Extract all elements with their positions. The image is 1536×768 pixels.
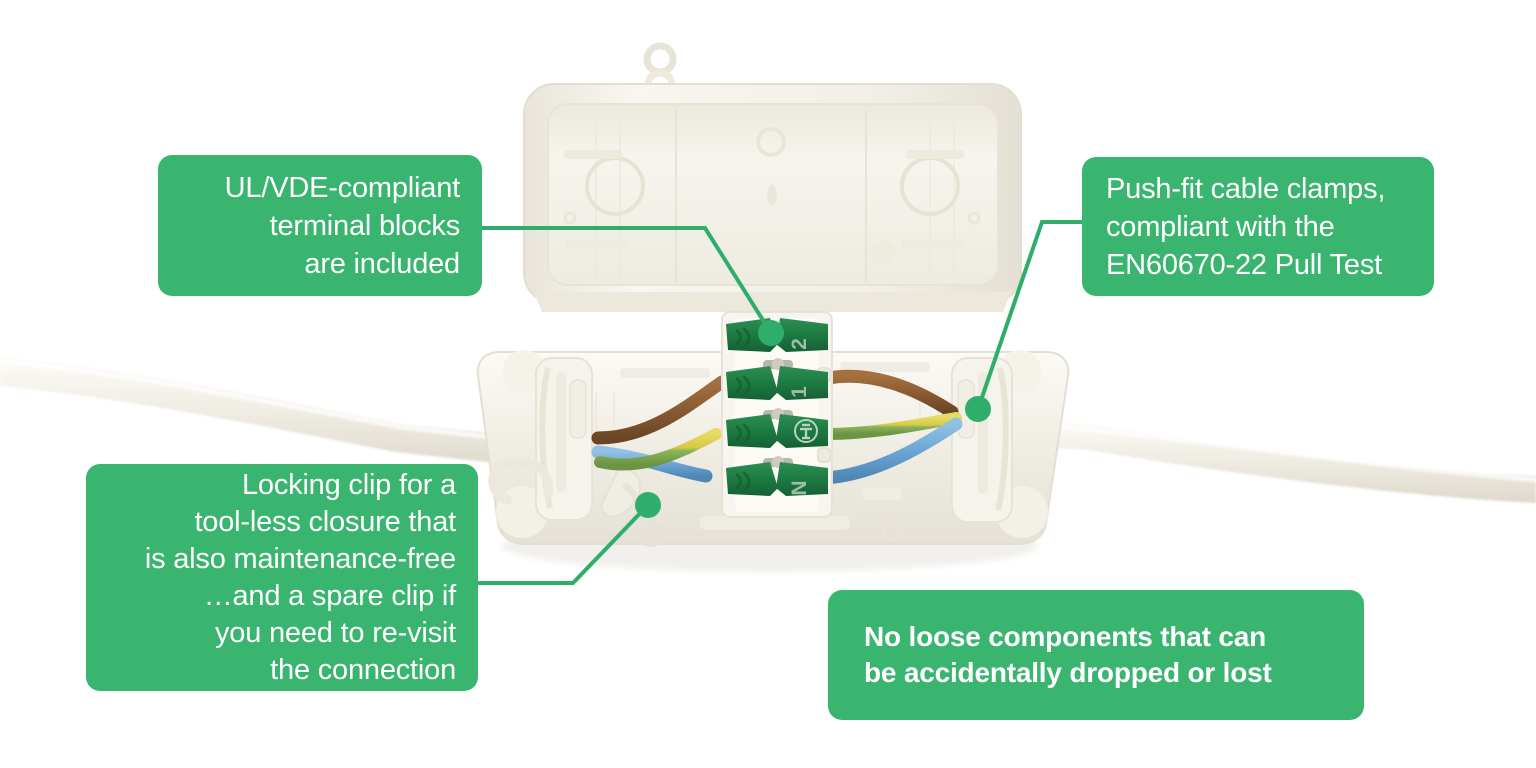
junction-box-lid xyxy=(523,42,1022,312)
callout-no-loose-components[interactable]: No loose components that can be accident… xyxy=(828,590,1364,720)
callout-cable-clamps[interactable]: Push-fit cable clamps, compliant with th… xyxy=(1082,157,1434,296)
earth-symbol-icon xyxy=(794,419,818,443)
terminal-lever-row-4: N xyxy=(726,462,828,496)
terminal-lever-row-2: 1 xyxy=(726,366,828,400)
svg-text:2: 2 xyxy=(788,338,811,350)
wiring xyxy=(591,369,963,485)
terminal-block: 2 1 xyxy=(721,311,833,518)
right-cable xyxy=(985,418,1536,503)
svg-text:1: 1 xyxy=(788,386,811,398)
callout-line: UL/VDE-compliant xyxy=(224,171,461,204)
callout-terminal-blocks[interactable]: UL/VDE-compliant terminal blocks are inc… xyxy=(158,155,482,296)
terminal-lever-row-3 xyxy=(726,414,828,448)
callout-line: Locking clip for a xyxy=(241,468,456,501)
callout-line: are included xyxy=(304,247,460,280)
callout-line: you need to re-visit xyxy=(214,616,456,649)
callout-line: Push-fit cable clamps, xyxy=(1106,172,1386,205)
callout-line: …and a spare clip if xyxy=(203,579,457,612)
callout-line: be accidentally dropped or lost xyxy=(864,657,1272,688)
right-cable-clamp xyxy=(951,357,1013,523)
callout-locking-clip[interactable]: Locking clip for a tool-less closure tha… xyxy=(86,464,478,691)
callout-line: compliant with the xyxy=(1106,210,1335,243)
callout-line: tool-less closure that xyxy=(194,505,456,538)
callout-line: terminal blocks xyxy=(269,209,461,242)
wire-earth-left xyxy=(594,428,722,471)
wire-live-left xyxy=(591,375,729,445)
wire-earth-right xyxy=(820,412,962,440)
left-cable xyxy=(0,357,560,470)
callout-line: is also maintenance-free xyxy=(144,542,456,575)
wire-live-right xyxy=(821,369,959,419)
wire-neutral-right xyxy=(819,417,963,485)
callout-line: No loose components that can xyxy=(864,621,1266,652)
callout-line: the connection xyxy=(270,653,456,686)
callout-line: EN60670-22 Pull Test xyxy=(1106,248,1382,281)
svg-text:N: N xyxy=(788,480,811,495)
